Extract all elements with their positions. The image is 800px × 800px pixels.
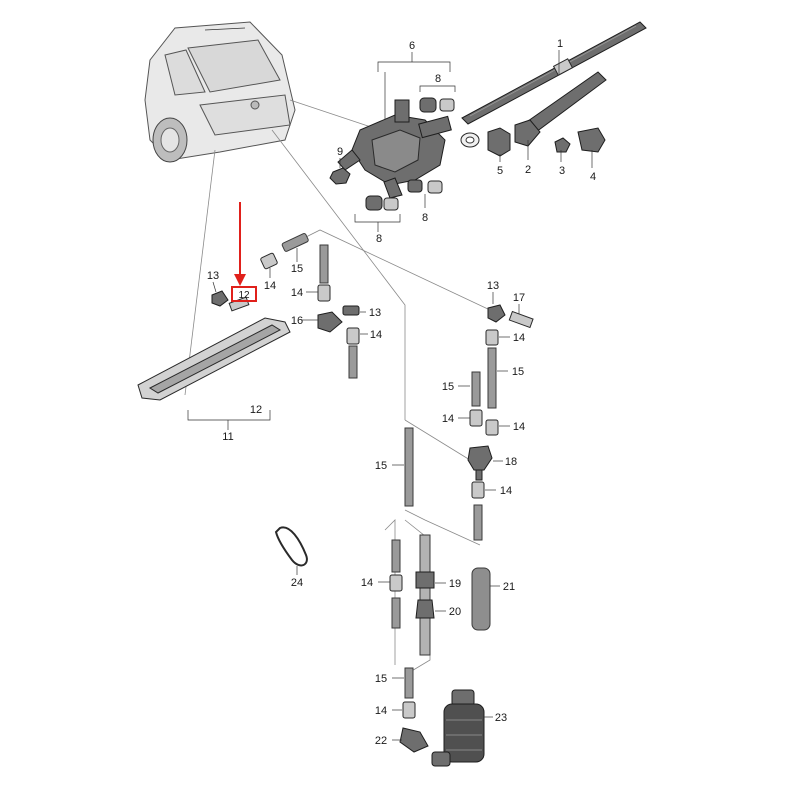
callout-13-center: 13 — [369, 307, 381, 319]
callout-15-a: 15 — [291, 263, 303, 275]
callout-14-h: 14 — [361, 577, 373, 589]
callout-16: 16 — [291, 315, 303, 327]
callout-24: 24 — [291, 577, 303, 589]
callout-13-right: 13 — [487, 280, 499, 292]
callout-14-f: 14 — [513, 421, 525, 433]
callout-13-left: 13 — [207, 270, 219, 282]
callout-4: 4 — [590, 171, 596, 183]
callout-8-left: 8 — [376, 233, 382, 245]
callout-5: 5 — [497, 165, 503, 177]
callout-14-b: 14 — [291, 287, 303, 299]
callout-15-d: 15 — [375, 460, 387, 472]
callout-14-e: 14 — [442, 413, 454, 425]
callout-14-d: 14 — [513, 332, 525, 344]
callout-12-highlighted: 12 — [238, 290, 250, 301]
callout-21: 21 — [503, 581, 515, 593]
callout-15-c: 15 — [442, 381, 454, 393]
callout-14-a: 14 — [264, 280, 276, 292]
wiper-arm — [514, 71, 607, 147]
grommets-top — [419, 85, 456, 113]
callout-3: 3 — [559, 165, 565, 177]
callout-22: 22 — [375, 735, 387, 747]
callout-6: 6 — [409, 40, 415, 52]
wiper-blade — [461, 21, 647, 125]
callout-20: 20 — [449, 606, 461, 618]
spoiler-trim — [137, 317, 291, 430]
callout-18: 18 — [505, 456, 517, 468]
grommets-bottom-right — [407, 179, 443, 194]
callout-17: 17 — [513, 292, 525, 304]
highlight-marker — [231, 202, 257, 302]
callout-14-i: 14 — [375, 705, 387, 717]
callout-15-e: 15 — [375, 673, 387, 685]
leader-lines — [212, 50, 593, 741]
callout-8-right: 8 — [422, 212, 428, 224]
callout-2: 2 — [525, 164, 531, 176]
callout-19: 19 — [449, 578, 461, 590]
nut-9 — [329, 167, 351, 185]
callout-labels: 1 2 3 4 5 6 8 8 8 9 11 12 12 13 13 13 14… — [207, 38, 596, 747]
wiper-motor — [337, 99, 452, 199]
grommets-bottom-left — [354, 195, 401, 232]
callout-14-g: 14 — [500, 485, 512, 497]
vehicle-rear — [144, 21, 296, 163]
callout-11: 11 — [222, 431, 233, 443]
callout-9: 9 — [337, 146, 343, 158]
callout-14-c: 14 — [370, 329, 382, 341]
callout-12: 12 — [250, 404, 262, 416]
callout-1: 1 — [557, 38, 563, 50]
callout-8-top: 8 — [435, 73, 441, 85]
washer-pump — [431, 689, 485, 767]
callout-23: 23 — [495, 712, 507, 724]
callout-15-b: 15 — [512, 366, 524, 378]
